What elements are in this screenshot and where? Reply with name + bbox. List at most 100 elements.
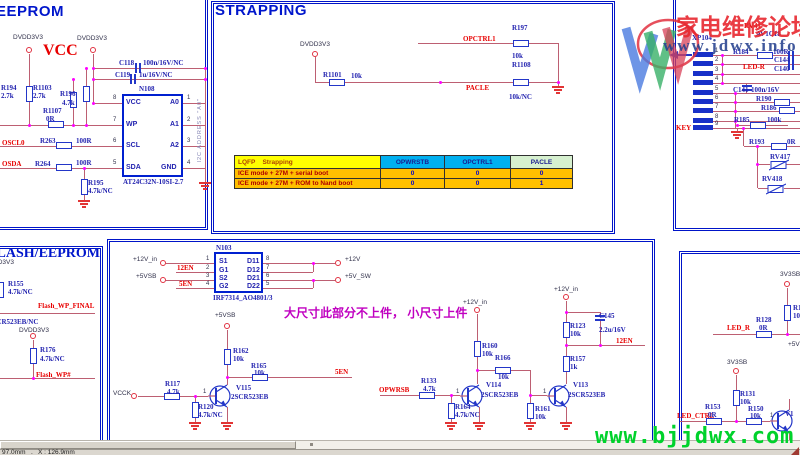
- resistor[interactable]: [83, 86, 90, 102]
- schematic-label: D21: [247, 275, 260, 282]
- resistor[interactable]: [70, 92, 77, 108]
- resistor[interactable]: [771, 143, 787, 150]
- connector-pin[interactable]: [693, 108, 713, 113]
- resistor[interactable]: [527, 403, 534, 419]
- capacitor[interactable]: [788, 51, 794, 61]
- schematic-label: +5V_SW: [345, 273, 371, 280]
- resistor[interactable]: [513, 40, 529, 47]
- wire: [713, 93, 800, 94]
- schematic-label: R1107: [43, 107, 62, 115]
- schematic-label: OSCL0: [2, 139, 25, 147]
- chip-n108[interactable]: [122, 94, 183, 177]
- wire: [789, 432, 790, 440]
- scrollbar-thumb[interactable]: [0, 441, 296, 449]
- capacitor[interactable]: [595, 315, 605, 321]
- capacitor[interactable]: [788, 60, 794, 70]
- resistor[interactable]: [56, 164, 72, 171]
- resistor[interactable]: [495, 367, 511, 374]
- wire: [600, 321, 601, 345]
- schematic-label: 0R: [759, 324, 768, 332]
- wire: [479, 407, 480, 422]
- resistor[interactable]: [30, 348, 37, 364]
- resistor[interactable]: [81, 179, 88, 195]
- transistor[interactable]: [770, 406, 796, 441]
- transistor[interactable]: [547, 381, 573, 416]
- varistor[interactable]: [768, 158, 790, 176]
- resistor[interactable]: [746, 418, 762, 425]
- connector-pin[interactable]: [693, 52, 713, 57]
- capacitor[interactable]: [130, 74, 136, 84]
- schematic-label: A1: [170, 121, 179, 128]
- wire: [766, 125, 788, 126]
- capacitor[interactable]: [135, 63, 141, 73]
- connector-pin[interactable]: [693, 80, 713, 85]
- capacitor[interactable]: [742, 85, 752, 91]
- varistor[interactable]: [765, 182, 787, 200]
- wire: [784, 188, 800, 189]
- schematic-label: 2.7k: [1, 92, 14, 100]
- resistor[interactable]: [756, 331, 772, 338]
- schematic-label: R185: [734, 116, 750, 124]
- resistor[interactable]: [774, 99, 790, 106]
- resistor[interactable]: [750, 122, 766, 129]
- resistor[interactable]: [252, 374, 268, 381]
- connector-pin[interactable]: [693, 99, 713, 104]
- schematic-label: +12V: [345, 256, 361, 263]
- wire: [566, 312, 567, 322]
- transistor[interactable]: [460, 381, 486, 416]
- schematic-label: 6: [715, 95, 719, 101]
- schematic-label: 1: [187, 95, 191, 101]
- junction-dot: [733, 119, 737, 123]
- resistor[interactable]: [757, 52, 773, 59]
- wire: [451, 419, 452, 422]
- connector-pin[interactable]: [693, 71, 713, 76]
- strapping-table-row-label: ICE mode + 27M + ROM to Nand boot: [235, 179, 381, 189]
- resistor[interactable]: [779, 107, 795, 114]
- window-resize-grip: [791, 447, 799, 455]
- schematic-label: 0R: [787, 138, 796, 146]
- junction-dot: [91, 101, 95, 105]
- resistor[interactable]: [474, 341, 481, 357]
- junction-dot: [311, 261, 315, 265]
- resistor[interactable]: [192, 402, 199, 418]
- wire: [713, 55, 757, 56]
- resistor[interactable]: [513, 79, 529, 86]
- resistor[interactable]: [329, 79, 345, 86]
- connector-pin[interactable]: [693, 90, 713, 95]
- schematic-label: 2SCR523EB: [568, 391, 606, 399]
- resistor[interactable]: [224, 349, 231, 365]
- resistor[interactable]: [448, 403, 455, 419]
- resistor[interactable]: [784, 305, 791, 321]
- schematic-label: KEY: [676, 124, 692, 132]
- resistor[interactable]: [164, 393, 180, 400]
- resistor[interactable]: [26, 86, 33, 102]
- schematic-label: 4.7k: [423, 385, 436, 393]
- resistor[interactable]: [706, 418, 722, 425]
- connector-pin[interactable]: [693, 61, 713, 66]
- resistor[interactable]: [733, 390, 740, 406]
- chip-n103[interactable]: [214, 252, 263, 293]
- schematic-label: C140: [774, 65, 790, 73]
- wire: [93, 68, 205, 69]
- schematic-label: R160: [482, 342, 498, 350]
- wire: [84, 195, 85, 200]
- schematic-label: V114: [486, 381, 502, 389]
- resistor[interactable]: [419, 392, 435, 399]
- wire: [477, 370, 495, 371]
- resistor[interactable]: [56, 142, 72, 149]
- schematic-label: Flash_WP#: [36, 371, 71, 379]
- resistor[interactable]: [563, 356, 570, 372]
- wire: [713, 121, 800, 122]
- connector-pin[interactable]: [693, 125, 713, 130]
- horizontal-scrollbar[interactable]: [0, 440, 800, 449]
- transistor[interactable]: [208, 381, 234, 416]
- schematic-label: 大尺寸此部分不上件， 小尺寸上件: [284, 306, 468, 320]
- schematic-label: R117: [165, 380, 181, 388]
- resistor[interactable]: [563, 322, 570, 338]
- wire: [263, 288, 313, 289]
- resistor[interactable]: [48, 121, 64, 128]
- connector-pin[interactable]: [693, 118, 713, 123]
- schematic-label: VCC: [43, 42, 78, 59]
- resistor[interactable]: [0, 282, 4, 298]
